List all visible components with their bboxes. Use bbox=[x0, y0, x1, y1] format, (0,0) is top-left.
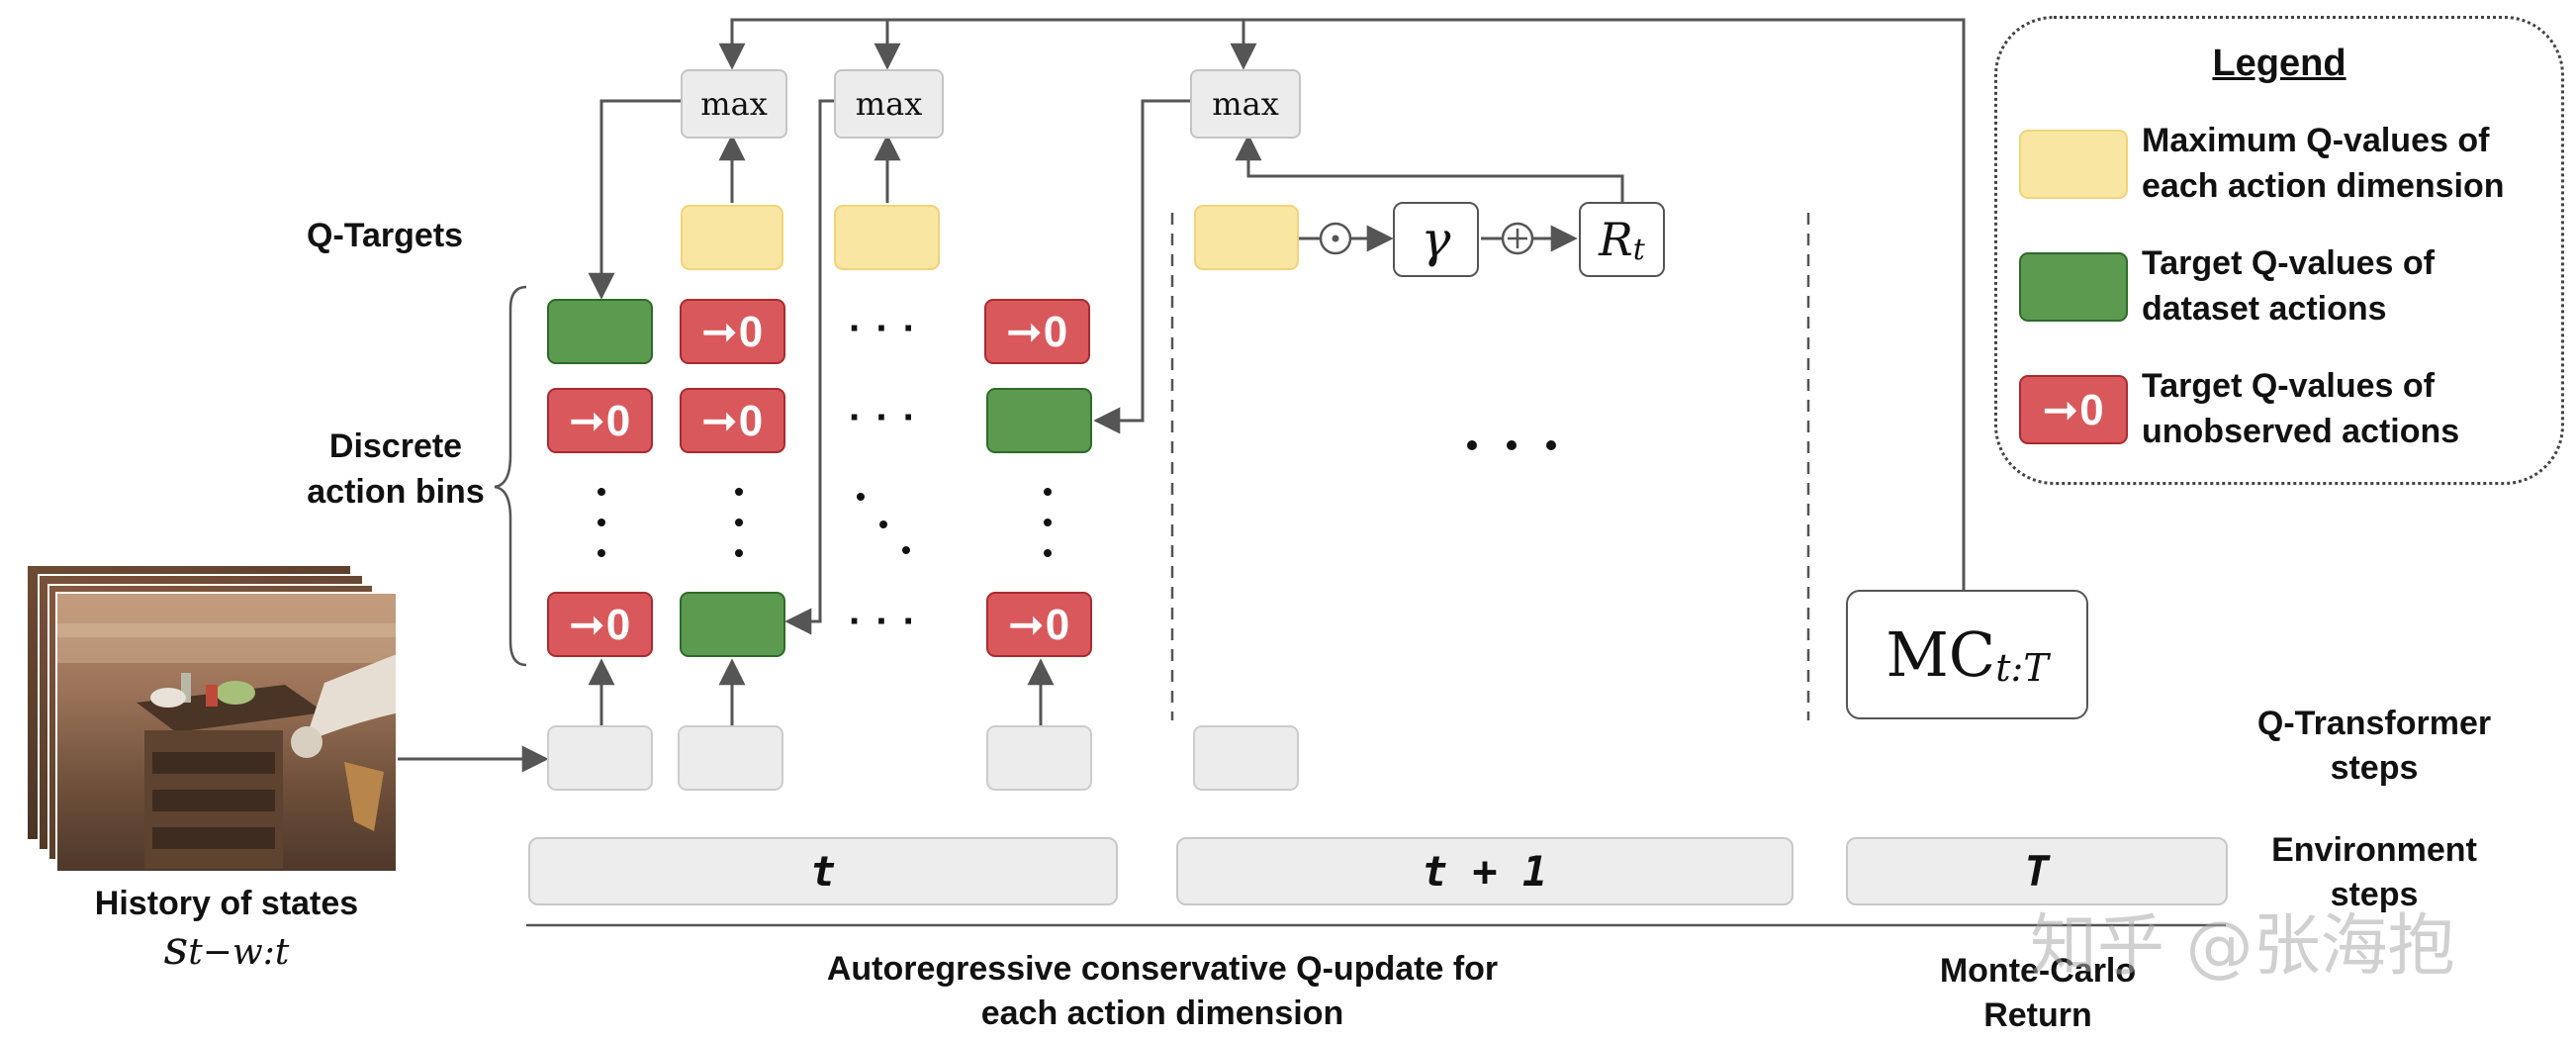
unobserved-q-cell-c1r2: ➞0 bbox=[547, 388, 653, 453]
max-q-cell-col2 bbox=[834, 205, 940, 270]
q-transformer-label-line2: steps bbox=[2330, 749, 2419, 787]
max-box-1: max bbox=[681, 69, 787, 139]
ellipsis-row4: ··· bbox=[849, 600, 930, 643]
q-targets-label: Q-Targets bbox=[307, 217, 464, 254]
legend-swatch-unobserved-q: ➞0 bbox=[2019, 375, 2128, 444]
history-label: History of states bbox=[94, 885, 359, 922]
mc-feedback-arrow bbox=[718, 18, 1966, 592]
max-q-cell-next-step bbox=[1194, 205, 1299, 270]
state-frame-current bbox=[55, 592, 398, 873]
transformer-input-1 bbox=[547, 725, 653, 791]
unobserved-q-cell-c4r4: ➞0 bbox=[986, 592, 1092, 657]
legend-text-max-q-line1: Maximum Q-values of bbox=[2142, 122, 2490, 159]
transformer-input-next-step bbox=[1193, 725, 1299, 791]
history-symbol-subscript: t−w:t bbox=[188, 932, 290, 973]
history-symbol: st−w:t bbox=[55, 920, 398, 976]
legend-box: Legend Maximum Q-values of each action d… bbox=[1994, 16, 2564, 485]
dataset-q-cell-c1r1 bbox=[547, 299, 653, 364]
monte-carlo-label-line2: Return bbox=[1983, 996, 2092, 1034]
robot-scene-image bbox=[57, 594, 396, 869]
unobserved-q-cell-c4r1: ➞0 bbox=[984, 299, 1090, 364]
env-step-t: t bbox=[528, 837, 1118, 905]
env-step-t-plus-1: t + 1 bbox=[1176, 837, 1794, 905]
discrete-label-line1: Discrete bbox=[328, 427, 463, 465]
max1-to-green-arrow bbox=[588, 99, 683, 300]
max-box-3: max bbox=[1190, 69, 1301, 139]
discrete-label-line2: action bins bbox=[307, 473, 485, 511]
reward-subscript: t bbox=[1632, 232, 1645, 267]
legend-text-dataset-q-line1: Target Q-values of bbox=[2142, 244, 2435, 282]
legend-title: Legend bbox=[2212, 43, 2346, 84]
max3-to-green-arrow bbox=[1093, 99, 1192, 434]
transformer-input-2 bbox=[678, 725, 783, 791]
gamma-box: γ bbox=[1393, 202, 1479, 277]
monte-carlo-label-line1: Monte-Carlo bbox=[1939, 952, 2137, 990]
legend-text-max-q-line2: each action dimension bbox=[2142, 167, 2505, 205]
legend-text-dataset-q-line2: dataset actions bbox=[2142, 290, 2387, 328]
legend-text-unobserved-q-line2: unobserved actions bbox=[2142, 413, 2460, 450]
legend-text-unobserved-q-line1: Target Q-values of bbox=[2142, 367, 2435, 405]
history-symbol-base: s bbox=[163, 920, 189, 976]
unobserved-q-cell-c1r4: ➞0 bbox=[547, 592, 653, 657]
max-q-cell-col1 bbox=[681, 205, 783, 270]
mc-subscript: t:T bbox=[1995, 645, 2049, 690]
unobserved-q-cell-c2r2: ➞0 bbox=[680, 388, 785, 453]
ellipsis-row2: ··· bbox=[849, 396, 930, 439]
transformer-input-4 bbox=[986, 725, 1092, 791]
caption-line2: each action dimension bbox=[980, 994, 1344, 1032]
q-transformer-label-line1: Q-Transformer bbox=[2256, 705, 2492, 742]
environment-label-line2: steps bbox=[2330, 876, 2419, 913]
env-step-T: T bbox=[1846, 837, 2228, 905]
dataset-q-cell-c2r4 bbox=[680, 592, 785, 657]
ellipsis-row1: ··· bbox=[849, 307, 930, 350]
legend-swatch-dataset-q bbox=[2019, 252, 2128, 322]
environment-label-line1: Environment bbox=[2271, 831, 2477, 869]
caption-line1: Autoregressive conservative Q-update for bbox=[826, 950, 1499, 988]
max2-to-green-arrow bbox=[784, 99, 836, 635]
unobserved-q-cell-c2r1: ➞0 bbox=[680, 299, 785, 364]
reward-symbol: R bbox=[1599, 213, 1633, 266]
legend-swatch-max-q bbox=[2019, 130, 2128, 199]
reward-to-max3-arrow bbox=[1235, 134, 1624, 203]
watermark: 知乎 @张海抱 bbox=[2030, 907, 2455, 986]
dataset-q-cell-c4r2 bbox=[986, 388, 1092, 453]
mc-symbol: MC bbox=[1886, 618, 1996, 691]
max-box-2: max bbox=[834, 69, 944, 139]
